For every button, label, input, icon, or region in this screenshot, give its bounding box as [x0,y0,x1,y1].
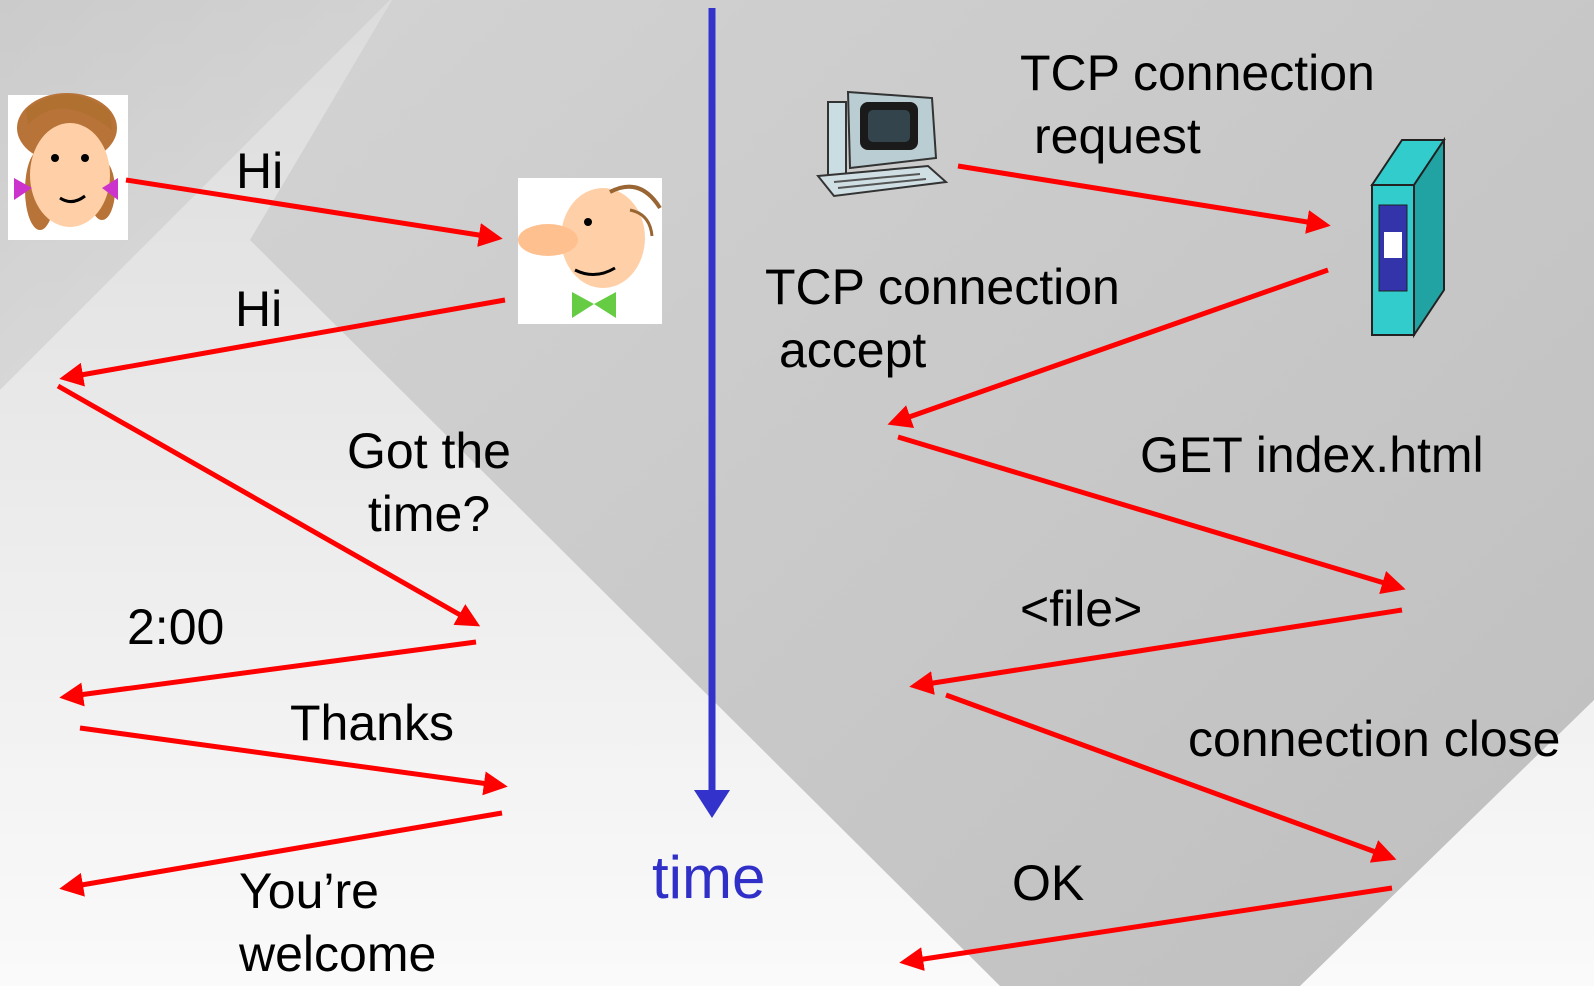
msg-arrow-ok [899,885,1393,971]
msg-arrow-got-the-time [56,383,481,627]
msg-label-got-the-time-line-1: Got the [347,423,511,479]
msg-label-tcp-request-line-1: TCP connection [1020,45,1375,101]
man-icon [518,178,662,324]
computer-icon [816,90,949,198]
time-axis-arrowhead [694,790,730,818]
time-axis-label: time [652,844,766,911]
msg-arrow-connection-close [945,692,1397,863]
girl-icon [8,93,128,240]
msg-arrow-tcp-accept [887,267,1329,428]
msg-label-file: <file> [1020,581,1143,637]
server-icon [1370,136,1446,339]
msg-arrow-tcp-request [957,163,1331,234]
msg-label-hi-1: Hi [236,143,284,199]
msg-label-youre-welcome-line-1: You’re [239,863,379,919]
msg-label-2-00: 2:00 [127,599,225,655]
msg-label-tcp-accept-line-2: accept [779,321,927,378]
msg-arrow-file [909,607,1403,695]
msg-label-hi-2: Hi [235,281,283,337]
msg-arrow-youre-welcome [59,810,503,897]
msg-label-got-the-time-line-2: time? [367,485,491,542]
msg-label-ok: OK [1012,855,1085,911]
msg-label-connection-close: connection close [1188,711,1561,767]
msg-arrow-get-index [897,434,1406,594]
msg-label-get-index: GET index.html [1140,427,1484,483]
msg-label-tcp-accept: TCP connection accept [765,256,1120,381]
msg-label-tcp-accept-line-1: TCP connection [765,259,1120,315]
msg-label-youre-welcome-line-2: welcome [239,925,437,982]
msg-arrow-thanks [79,725,508,796]
msg-arrow-hi-2 [59,297,506,387]
msg-arrow-2-00 [59,639,477,707]
msg-label-tcp-request-line-2: request [1034,107,1201,164]
msg-arrow-hi-1 [125,177,503,247]
msg-label-youre-welcome: You’re welcome [239,860,436,985]
msg-label-thanks: Thanks [290,695,454,751]
msg-label-got-the-time: Got the time? [336,420,522,545]
msg-label-tcp-request: TCP connection request [1020,42,1375,167]
